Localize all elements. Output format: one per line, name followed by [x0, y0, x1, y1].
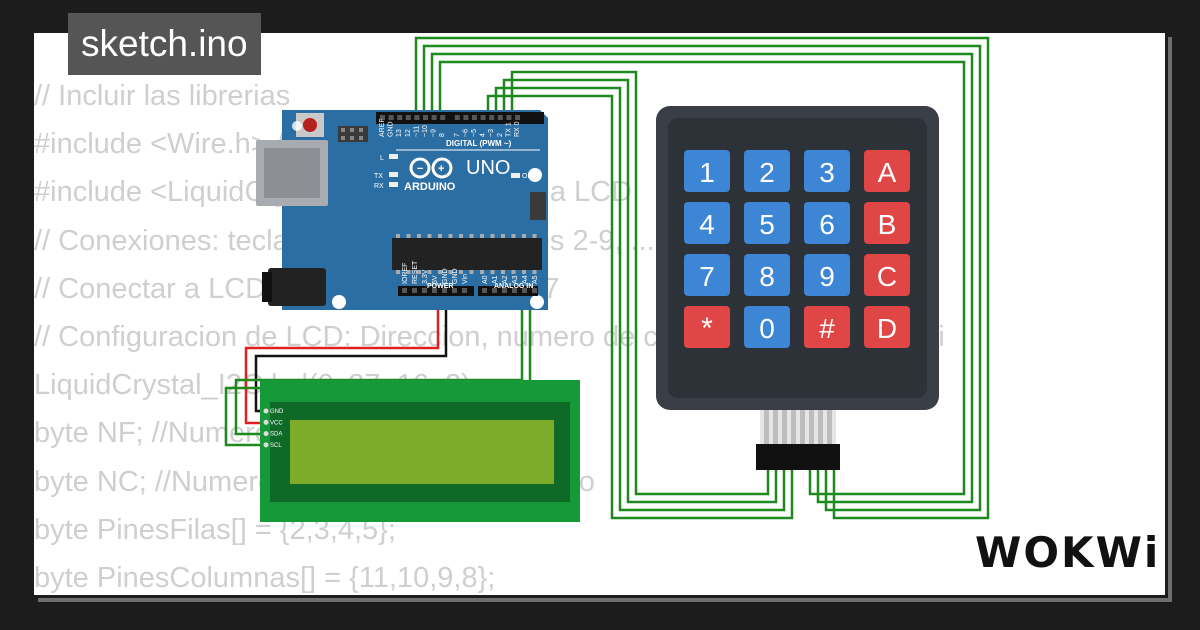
power-pin-label: RESET	[412, 260, 419, 284]
svg-text:−: −	[417, 163, 423, 175]
keypad-key-label: 9	[819, 261, 835, 292]
digital-pin-label: 8	[439, 133, 446, 137]
keypad-wires	[414, 36, 990, 520]
digital-pin-label: AREF	[379, 118, 386, 137]
power-pin-label: A0	[482, 275, 489, 284]
led-tx-label: TX	[374, 173, 383, 180]
keypad-key[interactable]: 6	[804, 202, 850, 244]
lcd-display: GND VCC SDA SCL	[260, 380, 580, 522]
wire-scl	[224, 290, 532, 447]
digital-label: DIGITAL (PWM ~)	[446, 139, 512, 148]
wire-row4	[510, 70, 770, 496]
power-pin-label: A2	[502, 275, 509, 284]
keypad-key-label: 5	[759, 209, 775, 240]
keypad-key-label: 0	[759, 313, 775, 344]
keypad-key-label: 6	[819, 209, 835, 240]
power-pin-label: A5	[532, 275, 539, 284]
arduino-logo-icon	[409, 157, 453, 179]
keypad-key-label: 4	[699, 209, 715, 240]
analog-label: ANALOG IN	[494, 283, 533, 290]
keypad-key[interactable]: 8	[744, 254, 790, 296]
svg-text:+: +	[438, 163, 444, 175]
keypad-key-label: A	[878, 157, 897, 188]
led-rx-label: RX	[374, 183, 384, 190]
wire-col3	[430, 52, 974, 504]
digital-pin-label: RX 0	[514, 121, 521, 137]
code-line: // Incluir las librerias	[34, 80, 291, 112]
wire-col4	[438, 60, 966, 496]
keypad-key[interactable]: 9	[804, 254, 850, 296]
preview-card	[34, 33, 1165, 595]
wire-sda	[234, 290, 524, 436]
power-pin-label: GND	[452, 268, 459, 284]
lcd-pin-label: SDA	[270, 432, 282, 438]
lcd-wires	[224, 290, 532, 447]
keypad-key[interactable]: B	[864, 202, 910, 244]
keypad-key[interactable]: D	[864, 306, 910, 348]
keypad-key-label: #	[819, 313, 835, 344]
keypad-key[interactable]: #	[804, 306, 850, 348]
lcd-pin-label: SCL	[270, 443, 282, 449]
keypad-key[interactable]: 4	[684, 202, 730, 244]
keypad-key-label: 8	[759, 261, 775, 292]
digital-pin-label: TX 1	[505, 122, 512, 137]
keypad-key[interactable]: 1	[684, 150, 730, 192]
digital-pin-label: GND	[388, 121, 395, 137]
power-pin-label: 3.3V	[422, 269, 429, 284]
wire-row2	[494, 86, 786, 512]
digital-pin-label: 12	[405, 129, 412, 137]
keypad-key-label: B	[878, 209, 897, 240]
keypad-key-label: D	[877, 313, 897, 344]
keypad-key[interactable]: 5	[744, 202, 790, 244]
arduino-model: UNO	[466, 157, 510, 179]
keypad-key-label: C	[877, 261, 897, 292]
keypad-key[interactable]: 7	[684, 254, 730, 296]
wire-row1	[486, 94, 794, 520]
digital-pin-label: 7	[454, 133, 461, 137]
led-l-label: L	[380, 155, 384, 162]
file-title: sketch.ino	[68, 13, 261, 75]
keypad-key[interactable]: 3	[804, 150, 850, 192]
wokwi-logo: WOKWi	[975, 528, 1161, 577]
digital-pin-label: ~3	[488, 129, 495, 137]
keypad-key-label: 2	[759, 157, 775, 188]
wire-row3	[502, 78, 778, 504]
wire-vcc	[244, 290, 440, 425]
digital-pin-label: ~11	[413, 126, 420, 137]
power-label: POWER	[427, 283, 453, 290]
power-pin-label: A4	[522, 275, 529, 284]
led-on-label: ON	[522, 173, 533, 180]
keypad-key[interactable]: C	[864, 254, 910, 296]
power-pin-label: A1	[492, 275, 499, 284]
keypad-key-label: 3	[819, 157, 835, 188]
keypad-key-label: *	[701, 312, 713, 345]
digital-pin-label: ~9	[431, 129, 438, 137]
keypad-key-label: 7	[699, 261, 715, 292]
power-pin-label: 5V	[432, 275, 439, 284]
arduino-brand: ARDUINO	[404, 181, 456, 193]
wire-col2	[422, 44, 982, 512]
digital-pin-label: ~6	[462, 129, 469, 137]
keypad-key[interactable]: 0	[744, 306, 790, 348]
code-line: byte PinesColumnas[] = {11,10,9,8};	[34, 562, 496, 595]
power-pin-label: Vin	[462, 274, 469, 284]
digital-pin-label: 13	[396, 129, 403, 137]
keypad-4x4: 1 2 3 A 4 5 6 B 7 8 9 C * 0 # D	[656, 106, 939, 470]
power-pin-label: A3	[512, 275, 519, 284]
digital-pin-label: 2	[497, 133, 504, 137]
digital-pin-label: ~5	[471, 129, 478, 137]
keypad-key[interactable]: 2	[744, 150, 790, 192]
lcd-pin-label: VCC	[270, 420, 283, 426]
keypad-key[interactable]: A	[864, 150, 910, 192]
keypad-key[interactable]: *	[684, 306, 730, 348]
power-pin-label: IOREF	[402, 263, 409, 284]
digital-pin-label: ~10	[422, 125, 429, 137]
power-pin-label: GND	[442, 268, 449, 284]
keypad-key-label: 1	[699, 157, 715, 188]
digital-pin-label: 4	[480, 133, 487, 137]
lcd-pin-label: GND	[270, 409, 284, 415]
